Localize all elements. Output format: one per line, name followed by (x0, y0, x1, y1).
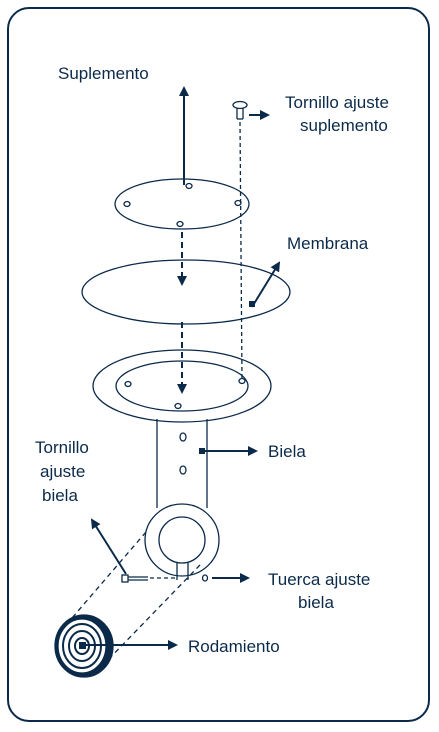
label-suplemento: Suplemento (58, 64, 149, 83)
tornillo-biela-bolt (121, 574, 175, 583)
tornillo-suplemento-screw (232, 100, 248, 120)
label-tornillo-biela-3: biela (42, 486, 78, 505)
membrana-arrow (251, 261, 281, 308)
label-tornillo-suplemento-1: Tornillo ajuste (285, 93, 389, 112)
label-rodamiento: Rodamiento (188, 637, 280, 656)
suplemento-plate (114, 178, 250, 230)
biela-rod (144, 419, 220, 582)
biela-plate (92, 349, 272, 423)
rodamiento-bearing (54, 614, 114, 678)
label-tuerca-2: biela (298, 593, 334, 612)
label-tuerca-1: Tuerca ajuste (268, 570, 371, 589)
label-membrana: Membrana (287, 234, 369, 253)
label-biela: Biela (268, 442, 306, 461)
membrana-disc (81, 259, 291, 325)
label-tornillo-biela-1: Tornillo (35, 438, 89, 457)
label-tornillo-suplemento-2: suplemento (300, 116, 388, 135)
screw-guide-line (239, 121, 243, 381)
label-tornillo-biela-2: ajuste (40, 462, 86, 481)
tornillo-biela-arrow (90, 518, 127, 575)
diagram-frame (7, 7, 430, 722)
